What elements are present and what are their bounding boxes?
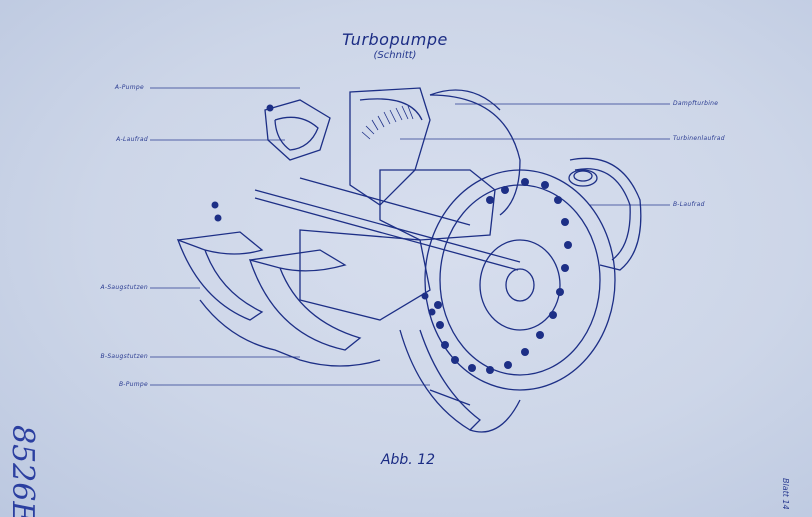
figure-caption: Abb. 12 [380, 452, 436, 468]
pump-body [176, 87, 642, 433]
label-b-saugstutzen: B-Saugstutzen [100, 353, 148, 360]
label-dampfturbine: Dampfturbine [673, 100, 719, 107]
turbine-blades [361, 105, 414, 140]
label-a-laufrad: A-Laufrad [116, 136, 148, 143]
label-a-saugstutzen: A-Saugstutzen [100, 284, 148, 291]
diagram-subtitle: (Schnitt) [373, 50, 417, 61]
label-b-pumpe: B-Pumpe [118, 381, 148, 388]
label-b-laufrad: B-Laufrad [673, 201, 705, 208]
handwritten-number: 8526E [5, 425, 40, 517]
flange-bolts [211, 104, 572, 374]
sheet-number: Blatt 14 [781, 478, 790, 510]
label-a-pumpe: A-Pumpe [114, 84, 144, 91]
leader-lines [150, 87, 670, 386]
diagram-title: Turbopumpe [342, 30, 448, 49]
label-turbinenlaufrad: Turbinenlaufrad [673, 135, 725, 142]
